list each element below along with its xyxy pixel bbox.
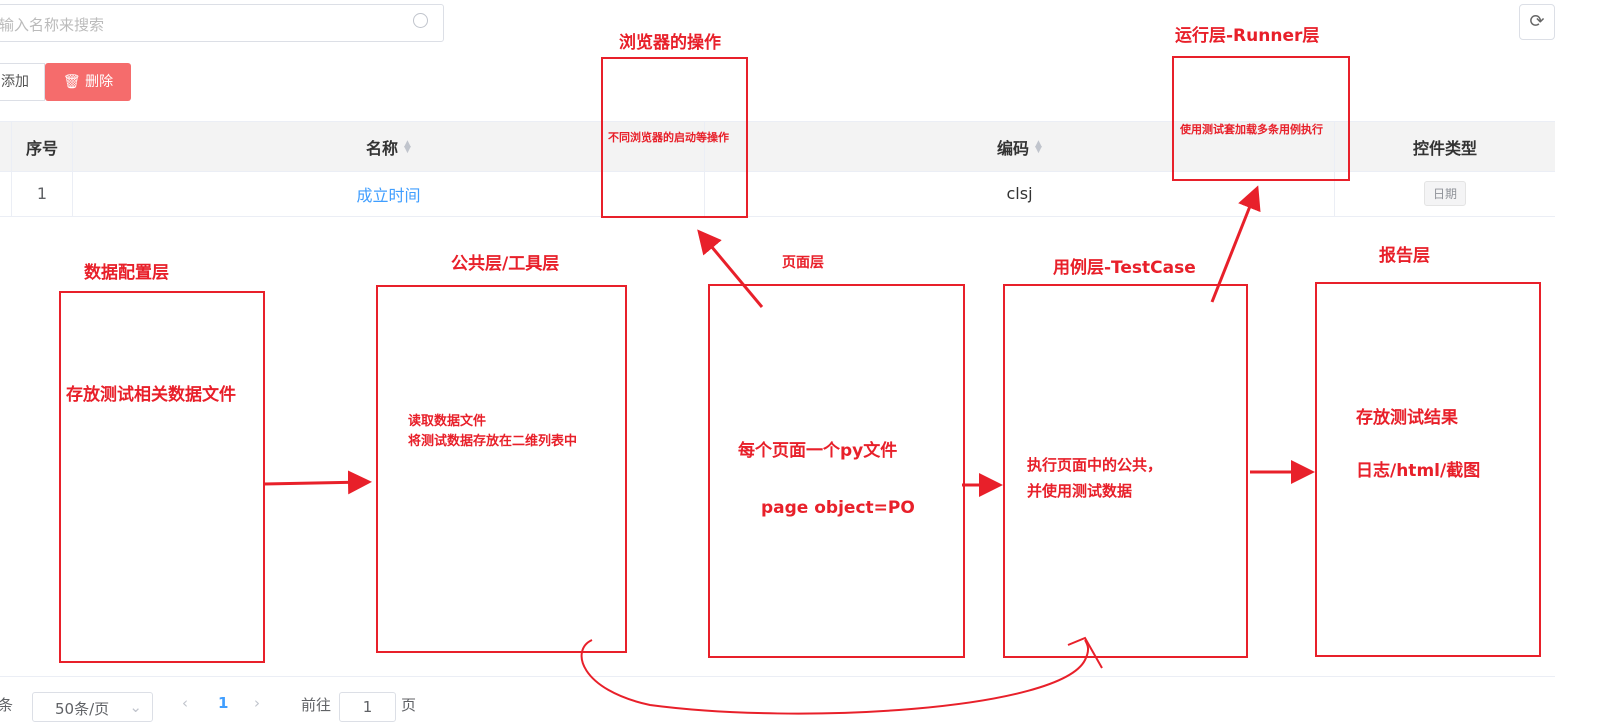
annotation-browser-title: 浏览器的操作 — [619, 33, 721, 53]
arrow-common-to-testcase-curve — [580, 639, 1089, 715]
arrow-page-to-browser — [697, 229, 764, 308]
table-row: 1 成立时间 clsj 日期 — [0, 171, 1555, 217]
annotation-common-box — [376, 285, 627, 653]
sort-icon[interactable]: ▲▼ — [404, 138, 411, 155]
page-suffix: 页 — [401, 696, 417, 714]
type-tag: 日期 — [1423, 181, 1466, 206]
annotation-browser-box — [601, 57, 748, 218]
annotation-testcase-line2: 并使用测试数据 — [1027, 482, 1133, 500]
goto-input[interactable]: 1 — [339, 692, 396, 722]
page-1[interactable]: 1 — [218, 694, 229, 712]
sort-icon[interactable]: ▲▼ — [1035, 138, 1042, 155]
table-header: 序号 名称▲▼ 编码▲▼ 控件类型 — [0, 121, 1555, 172]
annotation-data-body: 存放测试相关数据文件 — [66, 385, 236, 405]
annotation-testcase-line1: 执行页面中的公共， — [1027, 456, 1163, 474]
annotation-page-line1: 每个页面一个py文件 — [738, 441, 898, 461]
search-placeholder: 输入名称来搜索 — [0, 16, 105, 34]
total-suffix: 条 — [0, 696, 14, 714]
annotation-runner-box — [1172, 56, 1350, 181]
annotation-runner-body: 使用测试套加载多条用例执行 — [1180, 123, 1323, 136]
annotation-data-box — [59, 291, 265, 663]
delete-button[interactable]: 🗑 删除 — [45, 63, 131, 101]
search-icon[interactable] — [413, 13, 428, 28]
annotation-common-line2: 将测试数据存放在二维列表中 — [408, 434, 578, 449]
annotation-page-title: 页面层 — [782, 255, 824, 271]
annotation-data-title: 数据配置层 — [84, 263, 169, 283]
next-page-icon[interactable]: › — [254, 694, 260, 712]
page-size-select[interactable]: 50条/页⌄ — [32, 692, 153, 722]
annotation-common-title: 公共层/工具层 — [451, 254, 560, 274]
annotation-report-line1: 存放测试结果 — [1356, 408, 1458, 428]
arrow-testcase-to-runner — [1210, 185, 1261, 303]
search-input[interactable]: 输入名称来搜索 — [0, 4, 444, 42]
delete-label: 删除 — [85, 74, 114, 90]
annotation-report-line2: 日志/html/截图 — [1356, 461, 1481, 481]
pagination-divider — [0, 676, 1555, 677]
annotation-browser-body: 不同浏览器的启动等操作 — [608, 131, 729, 144]
row-name-link[interactable]: 成立时间 — [73, 171, 705, 216]
row-checkbox[interactable] — [0, 171, 12, 216]
prev-page-icon[interactable]: ‹ — [182, 694, 188, 712]
annotation-page-line2: page object=PO — [761, 498, 915, 518]
annotation-report-title: 报告层 — [1379, 246, 1430, 266]
trash-icon: 🗑 — [62, 74, 81, 90]
row-code: clsj — [705, 171, 1335, 216]
arrow-data-to-common — [263, 470, 372, 495]
annotation-runner-title: 运行层-Runner层 — [1175, 26, 1320, 46]
row-type: 日期 — [1335, 171, 1555, 216]
refresh-icon: ⟳ — [1529, 11, 1545, 32]
annotation-testcase-box — [1003, 284, 1248, 658]
checkbox-column — [0, 122, 12, 171]
goto-label: 前往 — [301, 696, 332, 714]
annotation-testcase-title: 用例层-TestCase — [1053, 258, 1196, 278]
add-button[interactable]: 添加 — [0, 63, 45, 101]
annotation-report-box — [1315, 282, 1541, 657]
header-index: 序号 — [12, 122, 73, 171]
row-index: 1 — [12, 171, 73, 216]
header-type: 控件类型 — [1412, 138, 1477, 158]
header-code[interactable]: 编码▲▼ — [705, 122, 1335, 171]
header-name[interactable]: 名称▲▼ — [73, 122, 705, 171]
refresh-button[interactable]: ⟳ — [1519, 4, 1555, 40]
annotation-common-line1: 读取数据文件 — [408, 414, 487, 429]
chevron-down-icon: ⌄ — [129, 698, 142, 716]
annotation-page-box — [708, 284, 965, 658]
